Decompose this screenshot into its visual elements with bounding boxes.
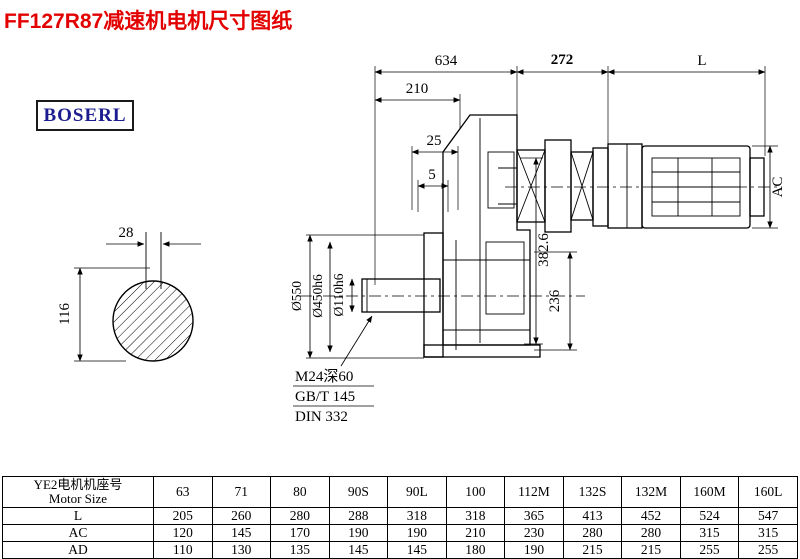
note-m24: M24深60: [295, 368, 353, 385]
table-cell: 190: [387, 524, 447, 542]
size-col-80: 80: [270, 476, 330, 508]
row-label-AD: AD: [2, 541, 154, 559]
size-col-160l: 160L: [738, 476, 798, 508]
table-cell: 210: [445, 524, 506, 542]
table-cell: 120: [153, 524, 213, 542]
table-row-L: L 205 260 280 288 318 318 365 413 452 52…: [2, 507, 798, 525]
table-cell: 190: [504, 541, 564, 559]
table-cell: 318: [387, 507, 447, 525]
dim-236: 236: [547, 289, 563, 312]
table-cell: 365: [504, 507, 564, 525]
table-cell: 190: [328, 524, 389, 542]
table-cell: 280: [270, 507, 330, 525]
table-cell: 170: [270, 524, 330, 542]
table-cell: 215: [562, 541, 623, 559]
note-gbt145: GB/T 145: [295, 389, 355, 405]
header-en: Motor Size: [48, 491, 108, 506]
housing-base: [423, 344, 541, 358]
dim-25: 25: [427, 133, 442, 149]
boserl-logo-text: BOSERL: [43, 104, 127, 126]
table-cell: 145: [328, 541, 389, 559]
dim-210: 210: [406, 81, 429, 97]
table-cell: 524: [679, 507, 740, 525]
size-col-112m: 112M: [504, 476, 564, 508]
table-cell: 230: [504, 524, 564, 542]
table-cell: 315: [679, 524, 740, 542]
dia-110h6: Ø110h6: [331, 273, 346, 316]
size-col-100: 100: [445, 476, 506, 508]
dimension-drawing: 634 272 L 210 25 5 AC 382.6 236 Ø550 Ø45…: [57, 52, 786, 425]
table-cell: 180: [445, 541, 506, 559]
motor-size-table: YE2电机机座号 Motor Size 63 71 80 90S 90L 100…: [2, 476, 798, 559]
motor-fan-cover: [749, 157, 765, 217]
dim-L: L: [697, 53, 706, 69]
table-cell: 315: [738, 524, 798, 542]
table-cell: 135: [270, 541, 330, 559]
table-cell: 110: [153, 541, 213, 559]
table-cell: 255: [679, 541, 740, 559]
size-col-132m: 132M: [621, 476, 681, 508]
table-cell: 255: [738, 541, 798, 559]
boserl-logo: BOSERL: [36, 100, 134, 131]
motor-size-header-cell: YE2电机机座号 Motor Size: [2, 476, 154, 508]
dim-116: 116: [57, 303, 73, 325]
dim-272: 272: [551, 52, 574, 68]
dia-450h6: Ø450h6: [310, 274, 325, 318]
dim-382-6: 382.6: [536, 233, 552, 267]
dim-28: 28: [119, 225, 134, 241]
table-row-AC: AC 120 145 170 190 190 210 230 280 280 3…: [2, 524, 798, 542]
table-cell: 288: [328, 507, 389, 525]
table-row-AD: AD 110 130 135 145 145 180 190 215 215 2…: [2, 541, 798, 559]
shaft-end-view-circle: [112, 280, 194, 362]
table-cell: 452: [621, 507, 681, 525]
table-cell: 318: [445, 507, 506, 525]
motor-body: [641, 145, 765, 229]
table-cell: 280: [562, 524, 623, 542]
header-cn: YE2电机机座号: [33, 477, 123, 492]
size-col-90l: 90L: [387, 476, 447, 508]
table-cell: 205: [153, 507, 213, 525]
output-shaft: [361, 278, 441, 313]
size-col-160m: 160M: [679, 476, 740, 508]
dia-550: Ø550: [289, 281, 304, 311]
table-cell: 145: [211, 524, 272, 542]
table-cell: 413: [562, 507, 623, 525]
dim-634: 634: [435, 53, 458, 69]
table-cell: 280: [621, 524, 681, 542]
row-label-AC: AC: [2, 524, 154, 542]
dim-5: 5: [428, 167, 436, 183]
table-cell: 260: [211, 507, 272, 525]
gearbox-geometry: [112, 114, 765, 362]
table-cell: 145: [387, 541, 447, 559]
row-label-L: L: [2, 507, 154, 525]
size-col-63: 63: [153, 476, 213, 508]
page-title: FF127R87减速机电机尺寸图纸: [4, 10, 293, 33]
size-col-90s: 90S: [328, 476, 389, 508]
dimension-lines: 634 272 L 210 25 5 AC 382.6 236 Ø550 Ø45…: [57, 52, 786, 425]
table-header-row: YE2电机机座号 Motor Size 63 71 80 90S 90L 100…: [2, 476, 798, 508]
table-cell: 215: [621, 541, 681, 559]
note-din332: DIN 332: [295, 409, 348, 425]
size-col-132s: 132S: [562, 476, 623, 508]
table-cell: 547: [738, 507, 798, 525]
dim-AC: AC: [770, 177, 786, 198]
size-col-71: 71: [211, 476, 272, 508]
table-cell: 130: [211, 541, 272, 559]
